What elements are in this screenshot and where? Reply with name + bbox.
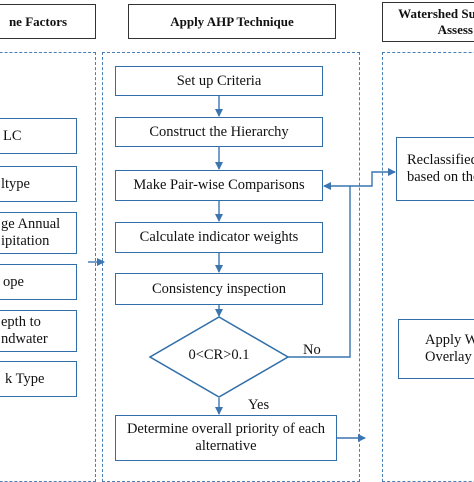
step-determine-priority-line1: Determine overall priority of each xyxy=(126,421,326,437)
step-calculate-weights-label: Calculate indicator weights xyxy=(139,229,299,245)
step-calculate-weights: Calculate indicator weights xyxy=(115,222,323,253)
apply-overlay-line2: Overlay A xyxy=(425,349,474,365)
arrow-ahp-to-watershed xyxy=(350,168,396,187)
factor-precipitation: ge Annual ipitation xyxy=(0,212,77,254)
factor-groundwater-line1: epth to xyxy=(1,314,41,330)
decision-label: 0<CR>0.1 xyxy=(150,347,288,364)
factor-slope: ope xyxy=(0,264,77,300)
arrow-no-loop-back xyxy=(288,182,351,358)
factor-soil-type-label: ltype xyxy=(1,175,30,192)
no-label: No xyxy=(303,342,321,359)
ahp-header-text: Apply AHP Technique xyxy=(170,13,294,29)
factor-lulc-label: LC xyxy=(3,127,22,144)
ahp-header: Apply AHP Technique xyxy=(128,4,336,39)
step-consistency-inspection: Consistency inspection xyxy=(115,273,323,305)
step-set-up-criteria-label: Set up Criteria xyxy=(176,72,262,89)
factor-groundwater-line2: ndwater xyxy=(1,331,48,347)
apply-overlay-box: Apply W Overlay A xyxy=(398,319,474,379)
step-consistency-inspection-label: Consistency inspection xyxy=(151,280,287,297)
step-set-up-criteria: Set up Criteria xyxy=(115,66,323,96)
factor-lulc: LC xyxy=(0,118,77,154)
reclassified-box: Reclassified based on the xyxy=(396,137,474,201)
watershed-header: Watershed Su Assess xyxy=(382,2,474,42)
factors-header-text: ne Factors xyxy=(8,13,68,29)
step-determine-priority: Determine overall priority of each alter… xyxy=(115,415,337,461)
step-construct-hierarchy: Construct the Hierarchy xyxy=(115,117,323,147)
factor-precipitation-line1: ge Annual xyxy=(1,216,61,232)
reclassified-line2: based on the xyxy=(407,169,474,185)
step-construct-hierarchy-label: Construct the Hierarchy xyxy=(149,123,289,140)
factor-groundwater-depth: epth to ndwater xyxy=(0,310,77,352)
step-pairwise-comparisons-label: Make Pair-wise Comparisons xyxy=(133,177,305,193)
watershed-header-line2: Assess xyxy=(437,22,473,37)
factor-precipitation-line2: ipitation xyxy=(1,233,50,249)
factors-header: ne Factors xyxy=(0,4,96,39)
step-determine-priority-line2: alternative xyxy=(195,438,257,454)
decision-diamond xyxy=(148,316,290,398)
yes-text: Yes xyxy=(248,397,270,413)
watershed-header-line1: Watershed Su xyxy=(398,6,474,21)
step-pairwise-comparisons: Make Pair-wise Comparisons xyxy=(115,170,323,201)
factor-rock-type: k Type xyxy=(0,361,77,397)
decision-text: 0<CR>0.1 xyxy=(188,347,250,363)
apply-overlay-line1: Apply W xyxy=(425,332,474,348)
yes-label: Yes xyxy=(248,397,269,414)
no-text: No xyxy=(303,342,321,358)
factor-soil-type: ltype xyxy=(0,166,77,202)
factor-rock-type-label: k Type xyxy=(5,370,45,387)
reclassified-line1: Reclassified xyxy=(407,152,474,168)
factor-slope-label: ope xyxy=(3,273,24,290)
